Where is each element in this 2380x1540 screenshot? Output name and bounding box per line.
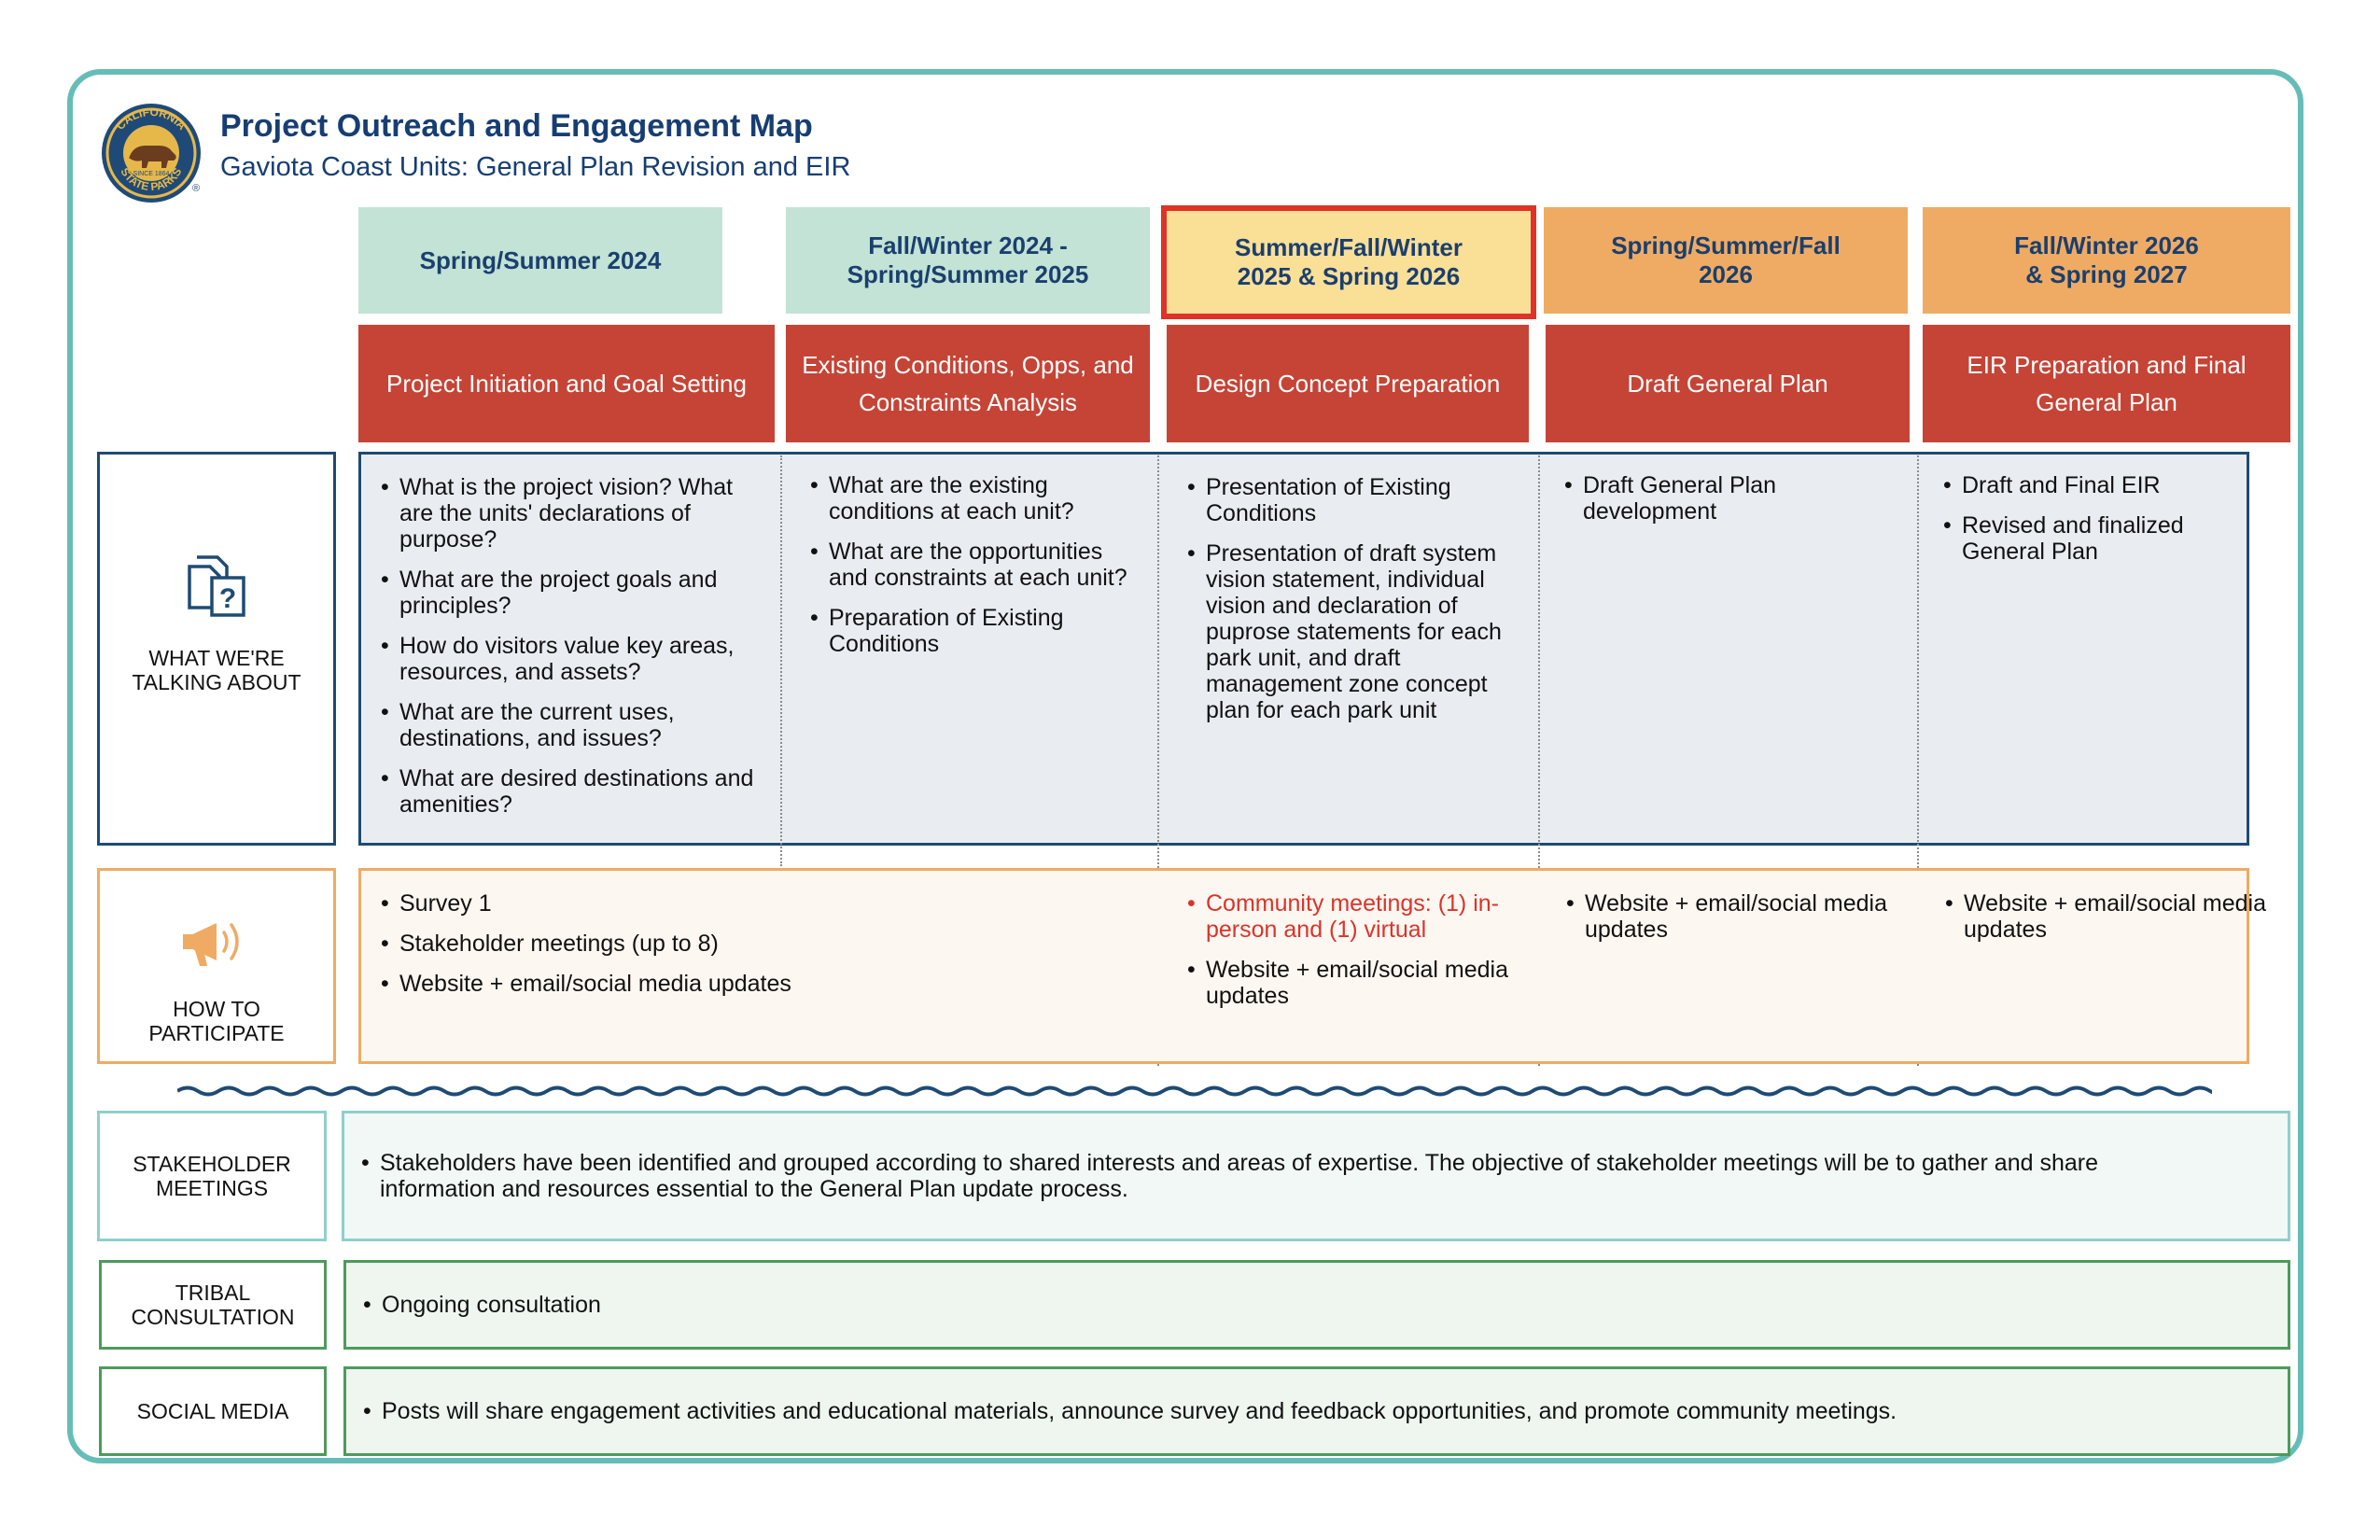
svg-text:?: ?: [219, 583, 236, 614]
list-item: Posts will share engagement activities a…: [363, 1398, 2263, 1424]
list-item: Presentation of Existing Conditions: [1187, 474, 1514, 526]
phase-header: Project Initiation and Goal Setting: [358, 325, 775, 442]
column-divider: [1157, 455, 1159, 1066]
phase-header: EIR Preparation and Final General Plan: [1923, 325, 2290, 442]
column-divider: [1917, 455, 1919, 1066]
participate-label-box: HOW TO PARTICIPATE: [97, 868, 336, 1064]
column-divider: [1538, 455, 1540, 1066]
talking-list-col1: What is the project vision? What are the…: [381, 474, 763, 832]
phase-header: Existing Conditions, Opps, and Constrain…: [786, 325, 1150, 442]
participate-list-col4: Website + email/social media updates: [1566, 890, 1893, 957]
tribal-list: Ongoing consultation: [363, 1292, 2263, 1318]
talking-list-col3: Presentation of Existing Conditions Pres…: [1187, 474, 1514, 737]
page-title: Project Outreach and Engagement Map: [220, 108, 813, 144]
list-item: Website + email/social media updates: [1945, 890, 2272, 943]
period-header: Spring/Summer/Fall 2026: [1544, 207, 1908, 314]
list-item: What are the existing conditions at each…: [810, 472, 1137, 525]
list-item: Draft and Final EIR: [1943, 472, 2270, 498]
participate-label: HOW TO PARTICIPATE: [148, 997, 285, 1045]
list-item: What is the project vision? What are the…: [381, 474, 763, 553]
list-item: What are the opportunities and constrain…: [810, 539, 1137, 591]
period-header: Fall/Winter 2024 - Spring/Summer 2025: [786, 207, 1150, 314]
social-media-box: Posts will share engagement activities a…: [343, 1366, 2290, 1456]
state-parks-logo: SINCE 1864 CALIFORNIA STATE PARKS: [99, 101, 203, 205]
list-item: What are the current uses, destinations,…: [381, 699, 763, 751]
phase-header: Design Concept Preparation: [1167, 325, 1529, 442]
list-item: Revised and finalized General Plan: [1943, 512, 2270, 565]
participate-list-col3: Community meetings: (1) in-person and (1…: [1187, 890, 1523, 1023]
svg-text:SINCE 1864: SINCE 1864: [133, 171, 170, 177]
list-item: Presentation of draft system vision stat…: [1187, 540, 1514, 723]
list-item: Stakeholder meetings (up to 8): [381, 931, 1127, 957]
phase-header: Draft General Plan: [1546, 325, 1910, 442]
list-item: What are desired destinations and amenit…: [381, 765, 763, 818]
registered-mark: ®: [192, 183, 201, 194]
megaphone-icon: [181, 910, 252, 980]
stakeholder-list: Stakeholders have been identified and gr…: [361, 1150, 2263, 1202]
page-subtitle: Gaviota Coast Units: General Plan Revisi…: [220, 152, 851, 182]
social-media-label: SOCIAL MEDIA: [99, 1366, 327, 1456]
wave-divider: [175, 1079, 2233, 1103]
tribal-consultation-label: TRIBAL CONSULTATION: [99, 1260, 327, 1350]
list-item: Stakeholders have been identified and gr…: [361, 1150, 2263, 1202]
list-item: Survey 1: [381, 890, 1127, 917]
wave-line: [175, 1085, 2233, 1097]
outer-frame: [67, 69, 2303, 1463]
participate-list-col5: Website + email/social media updates: [1945, 890, 2272, 957]
talking-list-col4: Draft General Plan development: [1564, 472, 1900, 539]
period-header: Spring/Summer 2024: [358, 207, 722, 314]
column-divider: [780, 455, 782, 866]
list-item: Website + email/social media updates: [1187, 957, 1523, 1009]
stakeholder-meetings-label: STAKEHOLDER MEETINGS: [97, 1111, 327, 1241]
list-item: What are the project goals and principle…: [381, 567, 763, 619]
period-header-current: Summer/Fall/Winter 2025 & Spring 2026: [1161, 205, 1536, 319]
list-item: Draft General Plan development: [1564, 472, 1900, 525]
participate-list-col1: Survey 1 Stakeholder meetings (up to 8) …: [381, 890, 1127, 1011]
talking-list-col2: What are the existing conditions at each…: [810, 472, 1137, 671]
list-item-highlight: Community meetings: (1) in-person and (1…: [1187, 890, 1523, 943]
tribal-consultation-box: Ongoing consultation: [343, 1260, 2290, 1350]
talking-list-col5: Draft and Final EIR Revised and finalize…: [1943, 472, 2270, 579]
talking-about-label: WHAT WE'RE TALKING ABOUT: [132, 646, 301, 694]
stakeholder-meetings-box: Stakeholders have been identified and gr…: [342, 1111, 2290, 1241]
talking-about-label-box: ? WHAT WE'RE TALKING ABOUT: [97, 452, 336, 846]
list-item: Ongoing consultation: [363, 1292, 2263, 1318]
list-item: How do visitors value key areas, resourc…: [381, 633, 763, 685]
list-item: Preparation of Existing Conditions: [810, 605, 1137, 657]
social-media-list: Posts will share engagement activities a…: [363, 1398, 2263, 1424]
period-header: Fall/Winter 2026 & Spring 2027: [1923, 207, 2290, 314]
list-item: Website + email/social media updates: [381, 971, 1127, 997]
list-item: Website + email/social media updates: [1566, 890, 1893, 943]
documents-question-icon: ?: [184, 552, 249, 623]
